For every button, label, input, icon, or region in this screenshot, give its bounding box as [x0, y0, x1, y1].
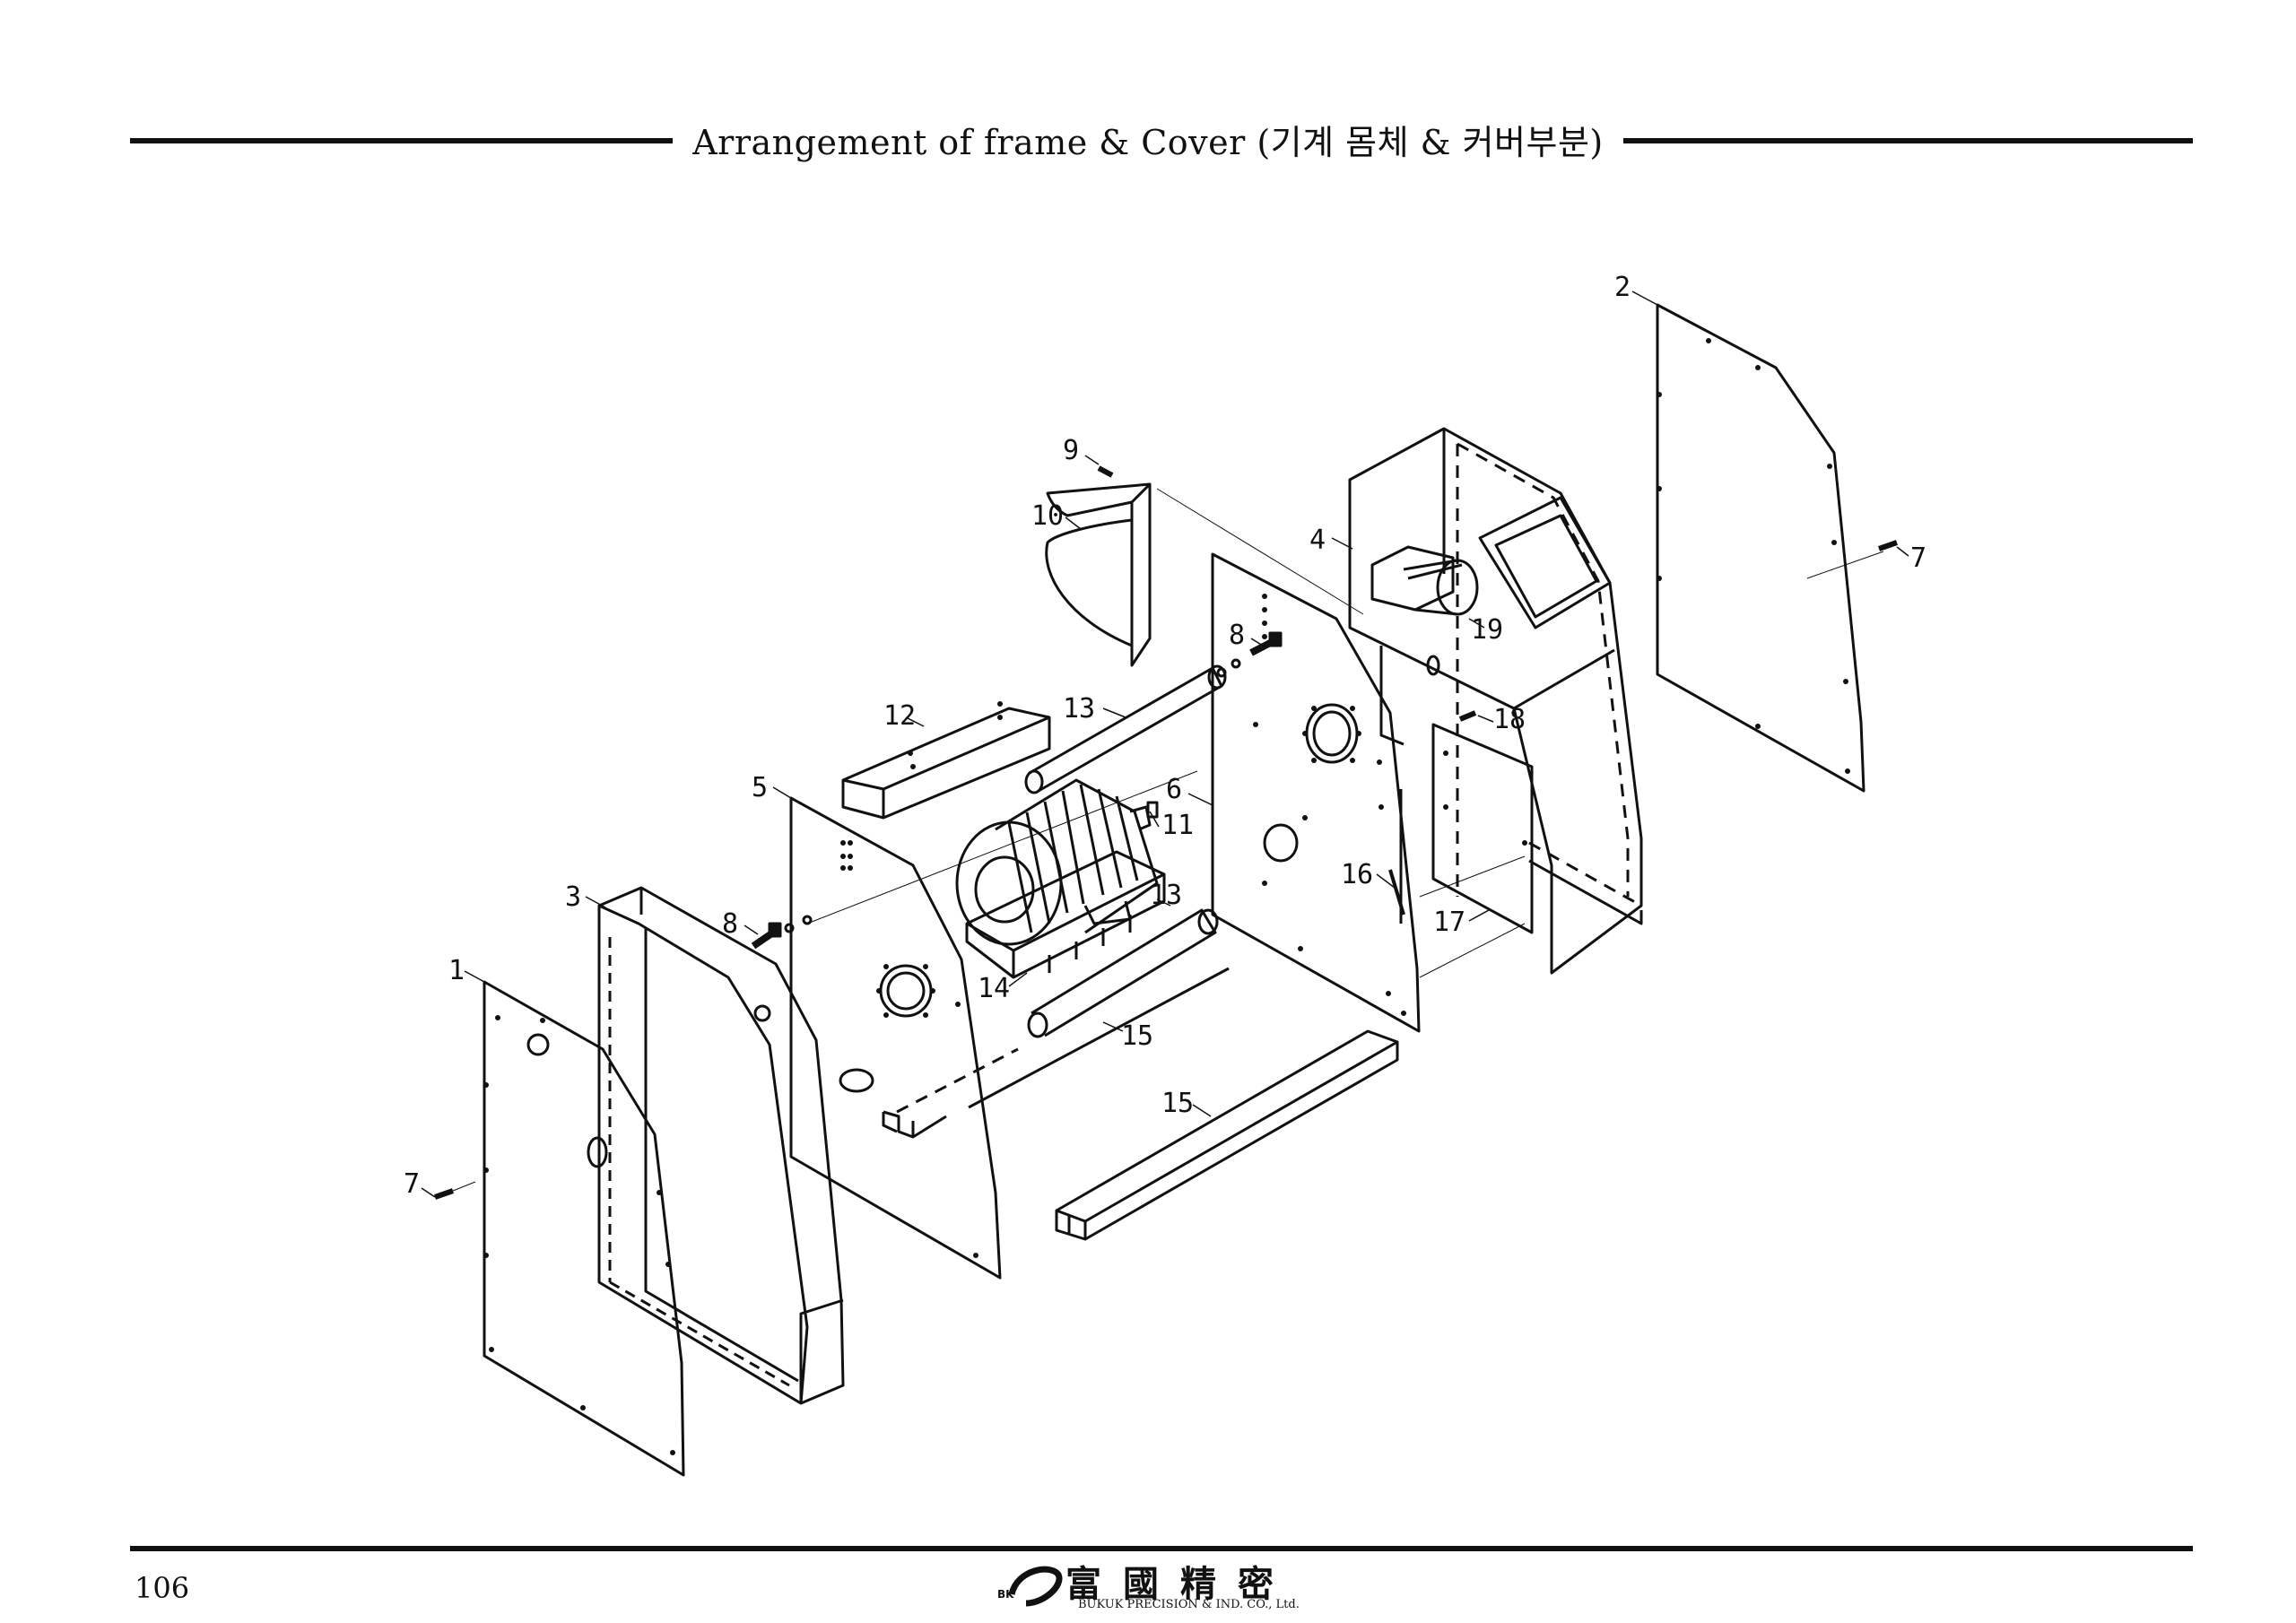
part-2-rear-right-panel: [1656, 303, 1884, 793]
part-18-screw: [1458, 710, 1477, 722]
callout-3: 3: [565, 881, 581, 913]
logo-badge: BK: [997, 1588, 1014, 1601]
part-9-screw: [1097, 465, 1114, 478]
header-rule-right: [1612, 138, 2193, 143]
callout-7-right: 7: [1910, 542, 1926, 574]
part-8-bolt-left: [751, 915, 813, 950]
callout-16: 16: [1341, 859, 1373, 890]
part-5-left-side-plate: [789, 770, 1198, 1280]
part-15-inner-channel: [882, 967, 1230, 1139]
part-8-bolt-right: [1216, 631, 1283, 678]
part-13-upper-rod: [1024, 664, 1227, 794]
part-3-left-frame-cover: [597, 886, 845, 1405]
logo-hanja-text: 富國精密: [1065, 1563, 1295, 1605]
part-12-cross-block: [841, 701, 1051, 820]
bk-swirl-logo-icon: BK: [997, 1566, 1063, 1607]
callout-1: 1: [448, 955, 465, 986]
part-6-right-side-plate: [1211, 552, 1526, 1033]
part-17-inner-right-plate: [1388, 723, 1534, 934]
callout-14: 14: [978, 973, 1010, 1004]
callout-6: 6: [1166, 774, 1182, 805]
part-14-motor-base: [965, 850, 1166, 979]
page-title: Arrangement of frame & Cover (기계 몸체 & 커버…: [0, 115, 2296, 164]
callout-12: 12: [883, 700, 916, 732]
part-13-lower-rod: [1027, 908, 1219, 1038]
callout-10: 10: [1031, 500, 1064, 532]
callout-15-outer: 15: [1161, 1088, 1194, 1119]
callout-18: 18: [1493, 704, 1526, 735]
header-rule-left: [130, 138, 713, 143]
callout-8-right: 8: [1229, 620, 1245, 651]
page-number: 106: [135, 1571, 190, 1605]
callout-7-left: 7: [404, 1168, 420, 1200]
part-1-front-left-panel: [483, 980, 685, 1477]
callout-11: 11: [1161, 810, 1194, 841]
part-7-screw-left: [434, 1181, 476, 1200]
callout-9: 9: [1063, 435, 1079, 466]
part-11-motor: [955, 778, 1159, 946]
callout-8-left: 8: [722, 908, 738, 940]
part-10-cable-loop: [1045, 482, 1364, 667]
callout-4: 4: [1309, 525, 1326, 556]
leader-lines: [421, 291, 1909, 1198]
callout-2: 2: [1614, 272, 1631, 303]
part-7-screw-right: [1878, 540, 1898, 551]
part-4-right-cabinet: [1348, 427, 1643, 975]
callout-19: 19: [1471, 614, 1503, 646]
callout-5: 5: [752, 772, 768, 803]
callout-13-lower: 13: [1150, 880, 1182, 911]
callout-17: 17: [1433, 907, 1465, 938]
company-name: BUKUK PRECISION & IND. CO., Ltd.: [1078, 1598, 1300, 1611]
part-19-spindle-housing: [1370, 545, 1479, 616]
callout-13-upper: 13: [1063, 693, 1095, 725]
footer-rule: [130, 1546, 2193, 1551]
callout-15-inner: 15: [1121, 1020, 1153, 1052]
company-logo: BK 富國精密 BUKUK PRECISION & IND. CO., Ltd.: [996, 1555, 1354, 1618]
part-15-outer-channel: [1055, 1029, 1399, 1241]
